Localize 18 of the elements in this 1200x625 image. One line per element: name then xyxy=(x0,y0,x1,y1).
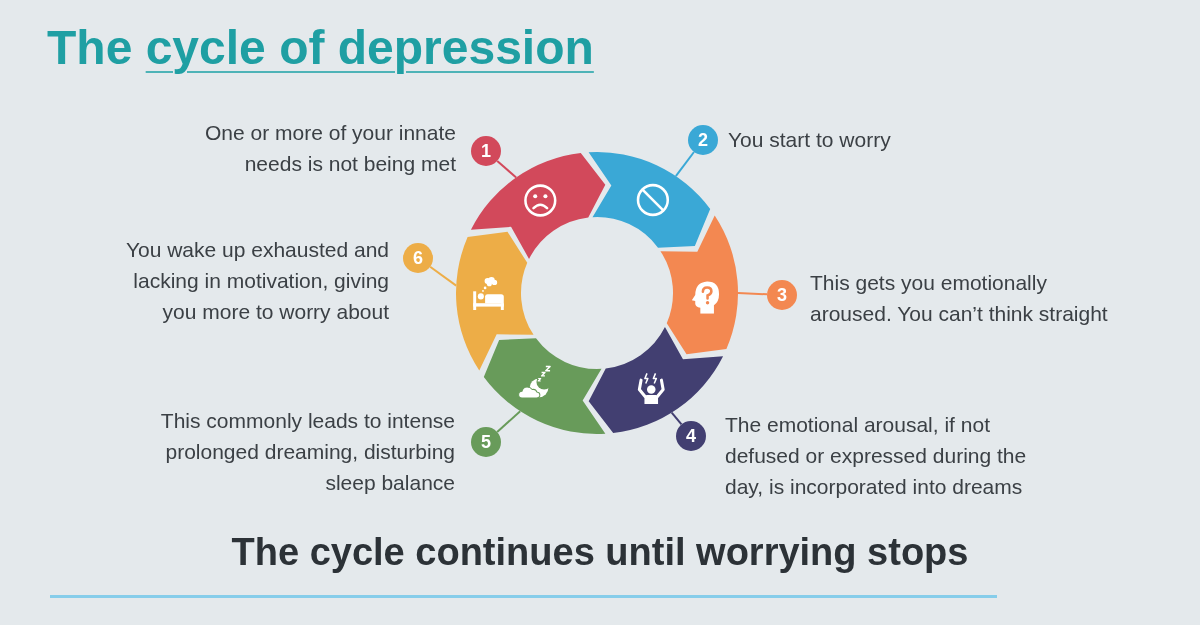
leader-line xyxy=(496,410,522,433)
step-description: The emotional arousal, if not defused or expressed during the day, is incorporated into dreams xyxy=(725,412,1028,500)
leader-line xyxy=(674,151,695,178)
step-description: This commonly leads to intense prolonged dreaming, disturbing sleep balance xyxy=(159,408,455,496)
step-description: You wake up exhausted and lacking in motivation, giving you more to worry about xyxy=(124,237,389,325)
arrow-segment xyxy=(660,215,738,355)
step-description: You start to worry xyxy=(728,127,892,153)
leader-line xyxy=(429,265,458,287)
leader-line xyxy=(496,159,518,179)
arrow-segment xyxy=(456,231,534,371)
caption: The cycle continues until worrying stops xyxy=(230,533,970,571)
leader-line xyxy=(670,411,683,426)
step-description: This gets you emotionally aroused. You can’t think straight xyxy=(810,270,1109,327)
step-description: One or more of your innate needs is not being met xyxy=(204,120,456,177)
leader-line xyxy=(737,292,768,296)
arrow-segment xyxy=(483,338,606,434)
arrow-segment xyxy=(588,152,711,248)
title: The cycle of depression xyxy=(47,20,594,76)
